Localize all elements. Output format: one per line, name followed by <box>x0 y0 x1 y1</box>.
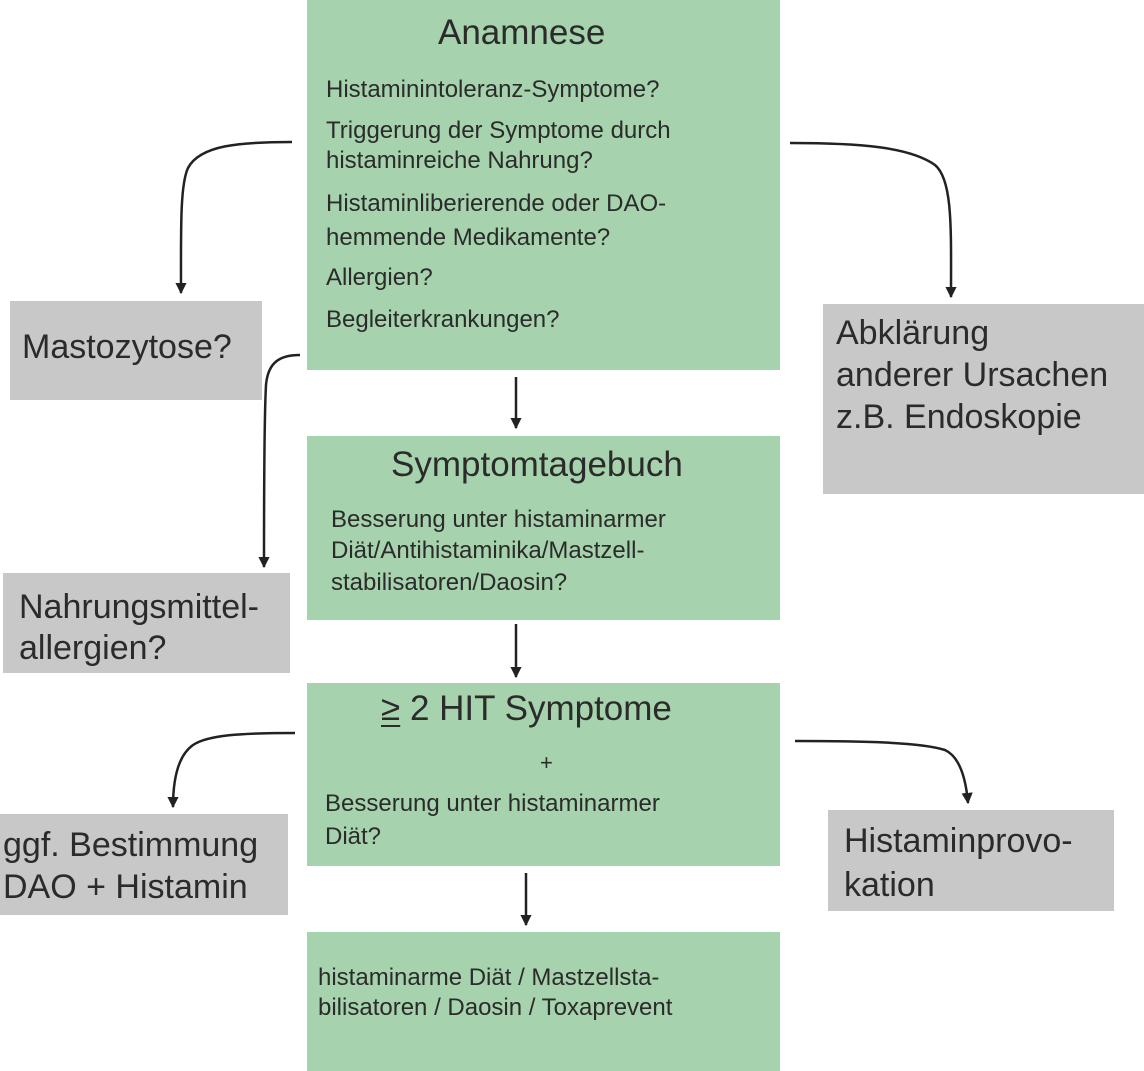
anamnese-line-7: Begleiterkrankungen? <box>326 306 560 333</box>
therapie-line-2: bilisatoren / Daosin / Toxaprevent <box>318 994 673 1021</box>
anamnese-line-3: histaminreiche Nahrung? <box>326 147 593 174</box>
symptomtagebuch-title: Symptomtagebuch <box>391 445 683 484</box>
provokation-box: Histaminprovo- kation <box>828 810 1114 911</box>
arrow-to-mastozytose <box>175 140 293 295</box>
symptomtagebuch-line-3: stabilisatoren/Daosin? <box>331 569 568 596</box>
abklaerung-line-1: Abklärung <box>836 314 990 352</box>
hit-line-2: Diät? <box>325 823 382 850</box>
bestimmung-box: ggf. Bestimmung DAO + Histamin <box>0 814 288 915</box>
anamnese-line-5: hemmende Medikamente? <box>326 224 611 251</box>
abklaerung-box: Abklärung anderer Ursachen z.B. Endoskop… <box>823 304 1144 494</box>
hit-box: ≥ 2 HIT Symptome + Besserung unter hista… <box>307 683 780 866</box>
bestimmung-line-2: DAO + Histamin <box>3 868 248 906</box>
provokation-line-1: Histaminprovo- <box>844 822 1073 860</box>
hit-title-text: 2 HIT Symptome <box>400 689 672 728</box>
mastozytose-label: Mastozytose? <box>22 328 232 366</box>
greater-equal-symbol: ≥ <box>381 689 401 728</box>
anamnese-line-1: Histaminintoleranz-Symptome? <box>326 76 660 103</box>
arrow-to-nahrungsmittel <box>258 353 301 569</box>
nahrungsmittel-box: Nahrungsmittel- allergien? <box>3 573 290 673</box>
hit-line-1: Besserung unter histaminarmer <box>325 790 660 817</box>
arrow-to-bestimmung <box>167 731 296 809</box>
nahrungsmittel-line-1: Nahrungsmittel- <box>19 588 259 626</box>
anamnese-line-4: Histaminliberierende oder DAO- <box>326 190 667 217</box>
therapie-box: histaminarme Diät / Mastzellsta- bilisat… <box>307 932 780 1071</box>
arrow-to-provokation <box>794 739 973 805</box>
therapie-line-1: histaminarme Diät / Mastzellsta- <box>318 964 660 991</box>
anamnese-line-2: Triggerung der Symptome durch <box>326 117 671 144</box>
symptomtagebuch-line-1: Besserung unter histaminarmer <box>331 506 666 533</box>
bestimmung-line-1: ggf. Bestimmung <box>3 826 259 864</box>
abklaerung-line-2: anderer Ursachen <box>836 356 1109 394</box>
abklaerung-line-3: z.B. Endoskopie <box>836 398 1082 436</box>
anamnese-title: Anamnese <box>438 13 606 52</box>
symptomtagebuch-line-2: Diät/Antihistaminika/Mastzell- <box>331 537 645 564</box>
arrow-to-abklaerung <box>789 141 957 299</box>
nahrungsmittel-line-2: allergien? <box>19 629 167 667</box>
anamnese-line-6: Allergien? <box>326 264 433 291</box>
hit-plus: + <box>540 750 553 775</box>
hit-title: ≥ 2 HIT Symptome <box>381 689 672 729</box>
symptomtagebuch-box: Symptomtagebuch Besserung unter histamin… <box>307 436 780 620</box>
mastozytose-box: Mastozytose? <box>10 301 262 400</box>
anamnese-box: Anamnese Histaminintoleranz-Symptome? Tr… <box>307 0 780 370</box>
provokation-line-2: kation <box>844 866 935 904</box>
